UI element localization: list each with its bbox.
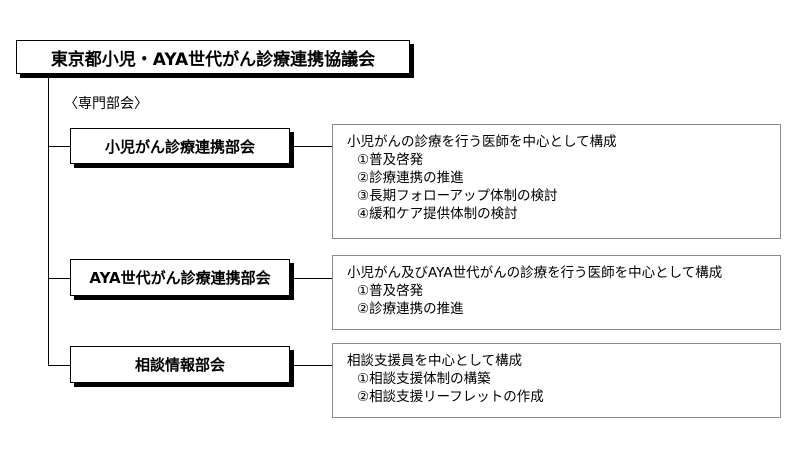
description-item: ②診療連携の推進 bbox=[357, 170, 464, 186]
description-lead: 小児がんの診療を行う医師を中心として構成 bbox=[347, 134, 617, 150]
council-title-box: 東京都小児・AYA世代がん診療連携協議会 bbox=[16, 40, 410, 74]
section-label: 〈専門部会〉 bbox=[64, 96, 148, 112]
committee-name: AYA世代がん診療連携部会 bbox=[89, 269, 271, 287]
description-box-consultation: 相談支援員を中心として構成 ①相談支援体制の構築 ②相談支援リーフレットの作成 bbox=[332, 343, 781, 418]
description-item: ④緩和ケア提供体制の検討 bbox=[357, 206, 518, 222]
description-item: ①普及啓発 bbox=[357, 152, 424, 168]
description-item: ③長期フォローアップ体制の検討 bbox=[357, 188, 558, 204]
description-lead: 小児がん及びAYA世代がんの診療を行う医師を中心として構成 bbox=[347, 265, 723, 281]
committee-box-pediatric: 小児がん診療連携部会 bbox=[70, 128, 290, 164]
tree-trunk-line bbox=[48, 75, 49, 366]
description-item: ②相談支援リーフレットの作成 bbox=[357, 389, 544, 405]
description-item: ①相談支援体制の構築 bbox=[357, 371, 491, 387]
connector-line-1 bbox=[294, 146, 332, 147]
description-item: ①普及啓発 bbox=[357, 283, 424, 299]
description-box-pediatric: 小児がんの診療を行う医師を中心として構成 ①普及啓発 ②診療連携の推進 ③長期フ… bbox=[332, 124, 781, 239]
description-lead: 相談支援員を中心として構成 bbox=[347, 353, 523, 369]
connector-line-3 bbox=[294, 365, 332, 366]
committee-box-aya: AYA世代がん診療連携部会 bbox=[70, 259, 290, 296]
council-title: 東京都小児・AYA世代がん診療連携協議会 bbox=[50, 49, 376, 70]
description-box-aya: 小児がん及びAYA世代がんの診療を行う医師を中心として構成 ①普及啓発 ②診療連… bbox=[332, 255, 781, 330]
connector-line-2 bbox=[294, 278, 332, 279]
committee-name: 相談情報部会 bbox=[134, 356, 225, 374]
branch-line-3 bbox=[48, 365, 70, 366]
branch-line-1 bbox=[48, 146, 70, 147]
committee-name: 小児がん診療連携部会 bbox=[104, 137, 255, 156]
description-item: ②診療連携の推進 bbox=[357, 301, 464, 317]
committee-box-consultation: 相談情報部会 bbox=[70, 346, 290, 383]
branch-line-2 bbox=[48, 278, 70, 279]
